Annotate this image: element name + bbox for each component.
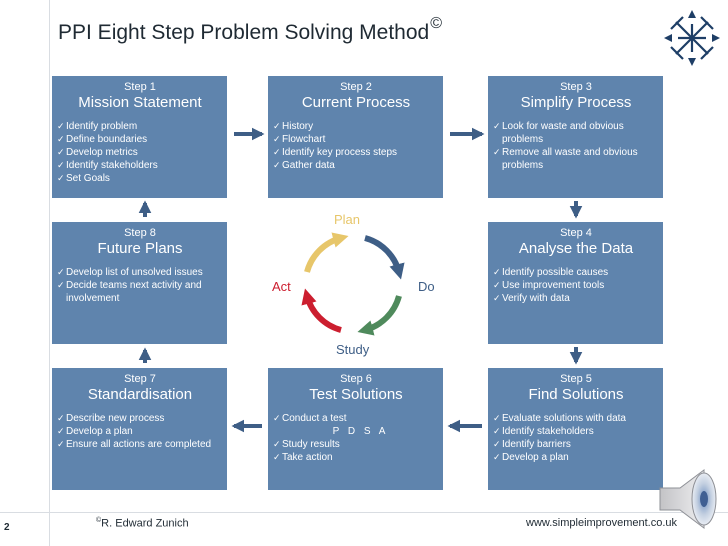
step-checklist: History Flowchart Identify key process s… [273,120,439,172]
step-number: Step 2 [340,81,372,93]
left-divider-line [49,0,50,546]
step-heading: Find Solutions [528,386,624,403]
checklist-item: Ensure all actions are completed [57,438,223,451]
step-8-box: Step 8 Future Plans Develop list of unso… [52,222,227,344]
page-number: 2 [4,522,10,533]
step-1-box: Step 1 Mission Statement Identify proble… [52,76,227,198]
step-heading: Standardisation [87,386,193,403]
step-checklist: Describe new process Develop a plan Ensu… [57,412,223,451]
step-number: Step 5 [560,373,592,385]
study-label: Study [336,342,370,357]
plan-label: Plan [334,212,361,227]
checklist-item: Set Goals [57,172,223,185]
footer-divider-line [0,512,728,513]
step-checklist: Conduct a test P D S A Study results Tak… [273,412,439,464]
step-checklist: Develop list of unsolved issues Decide t… [57,266,223,305]
speaker-icon[interactable] [654,466,726,532]
act-label: Act [272,279,291,294]
study-arc [357,295,402,336]
step-number: Step 8 [124,227,156,239]
checklist-item-continued: problems [502,160,544,171]
step-heading: Analyse the Data [518,240,634,257]
step-checklist: Evaluate solutions with data Identify st… [493,412,659,464]
step-number: Step 6 [340,373,372,385]
step-6-box: Step 6 Test Solutions Conduct a test P D… [268,368,443,490]
checklist-item: Develop list of unsolved issues [57,266,223,279]
step-number: Step 3 [560,81,592,93]
checklist-item: Identify stakeholders [493,425,659,438]
company-logo [664,10,720,66]
step-heading: Mission Statement [78,94,202,111]
do-arc [364,235,405,280]
pdsa-label: P D S A [332,426,389,437]
checklist-item: Identify possible causes [493,266,659,279]
step-checklist: Look for waste and obvious problems Remo… [493,120,659,172]
checklist-item: History [273,120,439,133]
step-2-box: Step 2 Current Process History Flowchart… [268,76,443,198]
step-heading: Future Plans [97,240,183,257]
copyright-mark: © [430,15,442,32]
checklist-item: Identify stakeholders [57,159,223,172]
checklist-item: Remove all waste and obvious [493,146,659,159]
checklist-item: Take action [273,451,439,464]
step-number: Step 4 [560,227,592,239]
checklist-item: Define boundaries [57,133,223,146]
checklist-item-continued: problems [502,134,544,145]
step-4-box: Step 4 Analyse the Data Identify possibl… [488,222,663,344]
checklist-item-continued: involvement [66,293,120,304]
checklist-item: Gather data [273,159,439,172]
do-label: Do [418,279,435,294]
act-arc [301,288,342,333]
checklist-item: Decide teams next activity and [57,279,223,292]
step-heading: Simplify Process [520,94,632,111]
checklist-item: Identify key process steps [273,146,439,159]
step-heading: Test Solutions [309,386,403,403]
checklist-item: Study results [273,438,439,451]
checklist-item: Flowchart [273,133,439,146]
step-checklist: Identify possible causes Use improvement… [493,266,659,305]
slide-title: PPI Eight Step Problem Solving Method© [58,15,442,44]
checklist-item: Conduct a test [273,412,439,425]
step-checklist: Identify problem Define boundaries Devel… [57,120,223,185]
step-number: Step 1 [124,81,156,93]
checklist-item: Describe new process [57,412,223,425]
checklist-item: Verify with data [493,292,659,305]
checklist-item: Look for waste and obvious [493,120,659,133]
checklist-item: Develop a plan [493,451,659,464]
website-link[interactable]: www.simpleimprovement.co.uk [526,517,677,529]
step-7-box: Step 7 Standardisation Describe new proc… [52,368,227,490]
plan-arc [304,232,349,273]
step-3-box: Step 3 Simplify Process Look for waste a… [488,76,663,198]
checklist-item: Use improvement tools [493,279,659,292]
checklist-item: Evaluate solutions with data [493,412,659,425]
checklist-item: Identify barriers [493,438,659,451]
step-5-box: Step 5 Find Solutions Evaluate solutions… [488,368,663,490]
checklist-item: Develop metrics [57,146,223,159]
checklist-item: Identify problem [57,120,223,133]
author-credit: ©R. Edward Zunich [96,517,189,530]
step-number: Step 7 [124,373,156,385]
checklist-item: Develop a plan [57,425,223,438]
step-heading: Current Process [301,94,411,111]
